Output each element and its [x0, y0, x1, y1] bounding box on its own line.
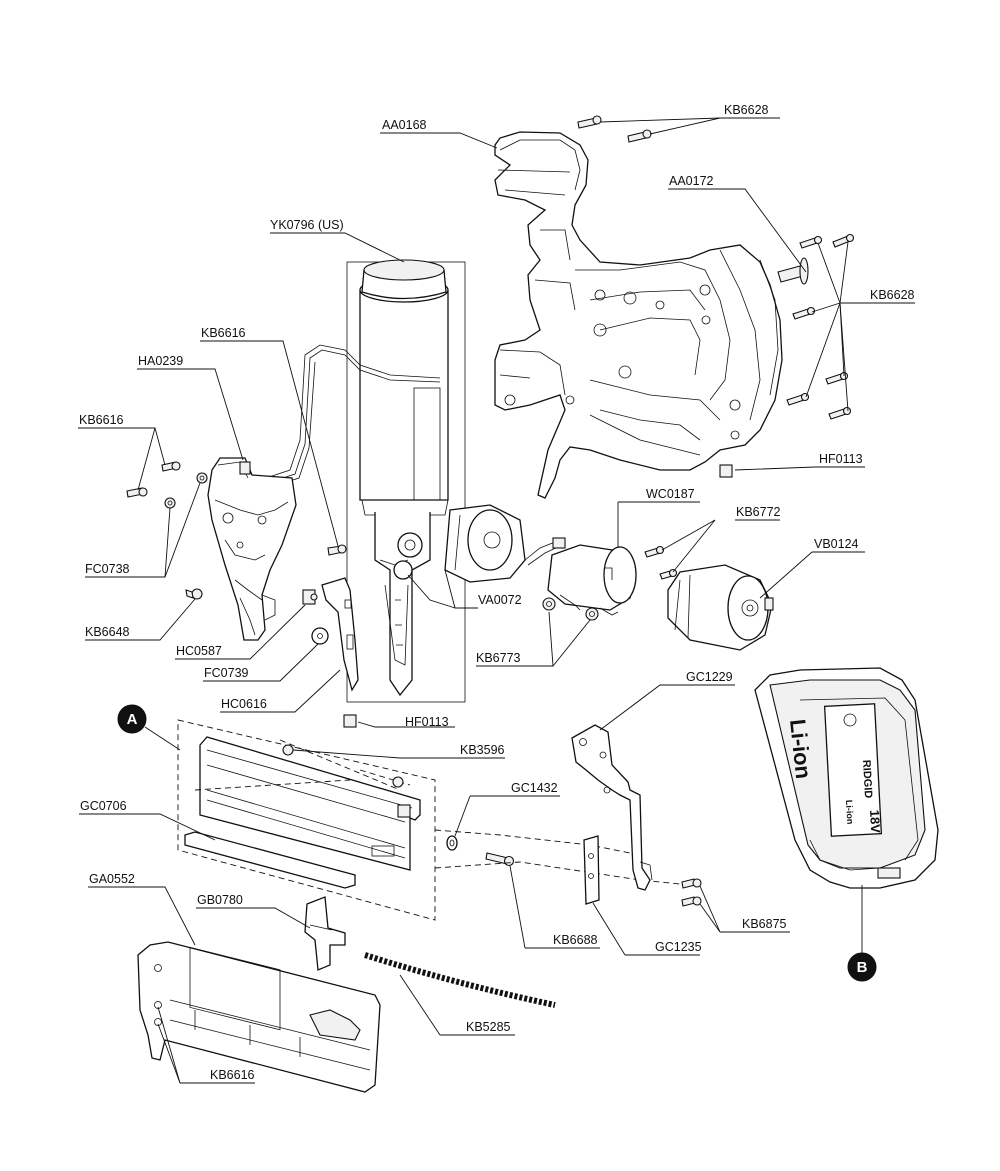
battery-voltage-text: 18V	[867, 809, 883, 833]
plate-gc1235	[583, 835, 600, 905]
bracket-gb0780	[304, 896, 346, 971]
washer-gc1432	[446, 835, 458, 851]
label-kb6648: KB6648	[85, 625, 130, 639]
motor-vb0124	[667, 564, 774, 651]
part-labels: KB6628 AA0168 AA0172 KB6628 YK0796 (US) …	[79, 103, 915, 1082]
nut-hf0113-right	[719, 464, 733, 478]
svg-text:A: A	[127, 711, 138, 728]
battery-pack: RIDGID 18V Li-ion Li-ion	[754, 667, 939, 889]
washer-fc0739	[311, 627, 329, 645]
bracket-gc1229	[571, 724, 653, 891]
nut-kb6773	[542, 597, 599, 621]
label-aa0172: AA0172	[669, 174, 714, 188]
label-kb6688: KB6688	[553, 933, 598, 947]
label-aa0168: AA0168	[382, 118, 427, 132]
motor-va0072	[444, 504, 526, 583]
label-kb6773: KB6773	[476, 651, 521, 665]
label-kb6628-right: KB6628	[870, 288, 915, 302]
screw-kb6875	[681, 878, 702, 907]
washer-fc0738	[164, 472, 208, 509]
screw-kb3596	[282, 744, 404, 788]
pin-kb6688	[485, 852, 515, 867]
label-vb0124: VB0124	[814, 537, 859, 551]
label-wc0187: WC0187	[646, 487, 695, 501]
label-fc0739: FC0739	[204, 666, 249, 680]
callout-b: B	[847, 885, 877, 982]
nut-hf0113-mid	[343, 714, 357, 728]
label-kb3596: KB3596	[460, 743, 505, 757]
label-ha0239: HA0239	[138, 354, 183, 368]
svg-text:B: B	[857, 959, 868, 976]
battery-model-text: Li-ion	[785, 718, 816, 780]
label-gc1229: GC1229	[686, 670, 733, 684]
screw-kb6628-top	[577, 115, 652, 143]
label-yk0796: YK0796 (US)	[270, 218, 344, 232]
label-kb6616-left: KB6616	[79, 413, 124, 427]
leader-lines	[78, 117, 915, 1084]
label-kb6616-bottom: KB6616	[210, 1068, 255, 1082]
label-kb6616-top: KB6616	[201, 326, 246, 340]
label-kb6628-top: KB6628	[724, 103, 769, 117]
trigger-assembly-ha0239	[207, 457, 297, 641]
screw-kb6772	[644, 545, 678, 580]
pin-aa0172	[777, 257, 809, 285]
label-gc1432: GC1432	[511, 781, 558, 795]
screw-kb6648	[185, 588, 203, 600]
label-va0072: VA0072	[478, 593, 522, 607]
battery-label: RIDGID 18V Li-ion	[823, 703, 883, 837]
label-fc0738: FC0738	[85, 562, 130, 576]
handle-housing-part	[494, 131, 783, 499]
label-kb6772: KB6772	[736, 505, 781, 519]
magazine-ga0552	[137, 941, 381, 1093]
label-hf0113-mid: HF0113	[405, 715, 449, 729]
screw-kb6628-right-group	[786, 233, 855, 420]
block-hc0587	[302, 589, 318, 605]
battery-chemistry-text: Li-ion	[844, 800, 855, 825]
callout-a: A	[117, 704, 181, 751]
label-hf0113-right: HF0113	[819, 452, 863, 466]
screw-kb6616-mid	[327, 544, 347, 556]
label-gc0706: GC0706	[80, 799, 127, 813]
screw-kb6616-left	[126, 461, 181, 498]
lever-hc0616	[321, 577, 359, 692]
magazine-rail-gc0706	[177, 719, 436, 921]
motor-housing-wc0187	[547, 544, 637, 616]
label-hc0616: HC0616	[221, 697, 267, 711]
label-kb6875: KB6875	[742, 917, 787, 931]
battery-brand-text: RIDGID	[860, 760, 874, 799]
label-kb5285: KB5285	[466, 1020, 511, 1034]
label-ga0552: GA0552	[89, 872, 135, 886]
label-gb0780: GB0780	[197, 893, 243, 907]
label-gc1235: GC1235	[655, 940, 702, 954]
nail-strip-kb5285	[364, 952, 556, 1008]
label-hc0587: HC0587	[176, 644, 222, 658]
cylinder-assembly-part	[346, 259, 466, 703]
